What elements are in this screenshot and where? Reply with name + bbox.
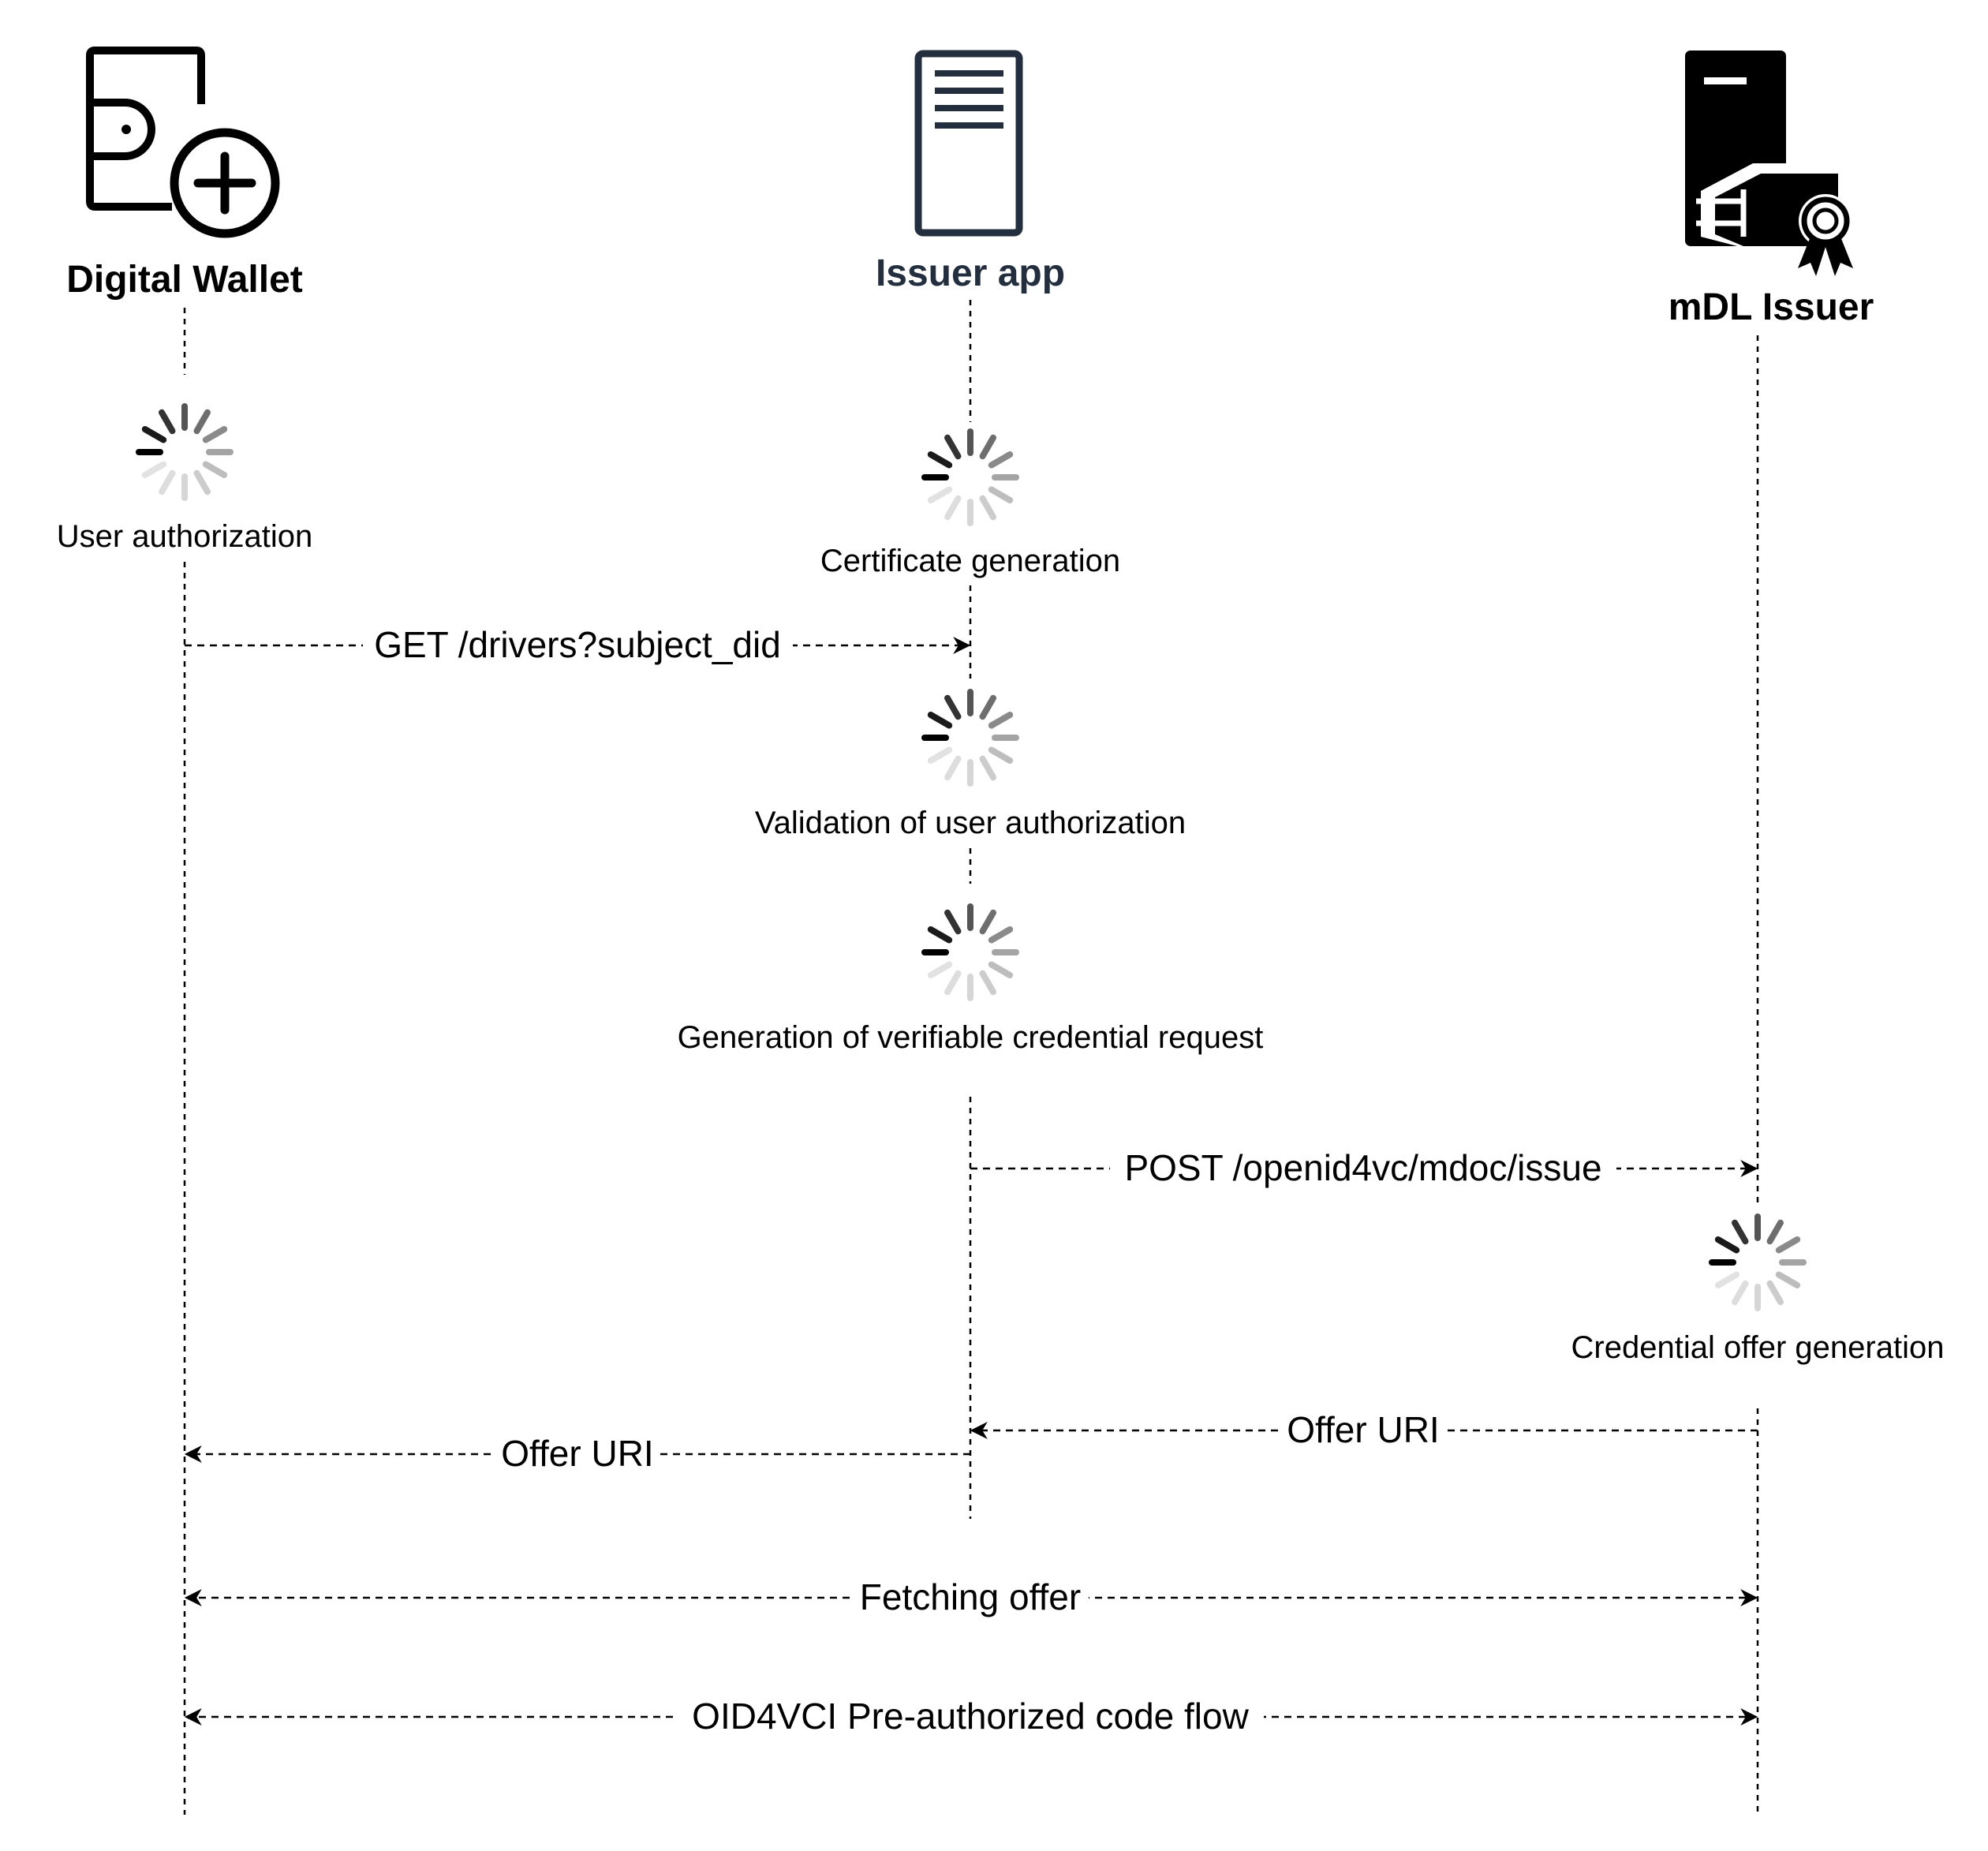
spinner-tick bbox=[944, 970, 962, 996]
spinner-tick bbox=[988, 926, 1014, 944]
spinner-tick bbox=[141, 426, 167, 443]
spinner-icon bbox=[921, 903, 1019, 1001]
step-label-certificate-generation: Certificate generation bbox=[820, 544, 1120, 578]
spinner-tick bbox=[944, 909, 962, 935]
spinner-tick bbox=[141, 461, 167, 478]
actor-label-issuer-app: Issuer app bbox=[876, 252, 1065, 294]
spinner-tick bbox=[927, 712, 953, 729]
spinner-tick bbox=[979, 495, 996, 521]
message-label-oid4vci-flow: OID4VCI Pre-authorized code flow bbox=[692, 1696, 1249, 1737]
spinner-tick bbox=[988, 961, 1014, 978]
spinner-tick bbox=[988, 746, 1014, 764]
spinner-tick bbox=[944, 495, 962, 521]
message-offer-uri-to-wallet: Offer URI bbox=[184, 1430, 970, 1475]
spinner-tick bbox=[944, 755, 962, 781]
spinner-tick bbox=[927, 451, 953, 469]
spinner-tick bbox=[944, 694, 962, 720]
spinner-icon bbox=[1709, 1213, 1807, 1311]
spinner-tick bbox=[979, 755, 996, 781]
message-post-issue: POST /openid4vc/mdoc/issue bbox=[970, 1144, 1758, 1190]
spinner-tick bbox=[979, 970, 996, 996]
message-offer-uri-to-issuer-app: Offer URI bbox=[970, 1406, 1758, 1452]
spinner-tick bbox=[979, 909, 996, 935]
spinner-icon bbox=[921, 689, 1019, 787]
spinner-tick bbox=[1766, 1219, 1784, 1245]
spinner-tick bbox=[193, 469, 211, 495]
message-get-drivers: GET /drivers?subject_did bbox=[185, 622, 971, 667]
spinner-tick bbox=[979, 434, 996, 460]
spinner-tick bbox=[1714, 1236, 1740, 1254]
spinner-tick bbox=[1775, 1236, 1801, 1254]
spinner-tick bbox=[202, 461, 228, 478]
actor-label-mdl-issuer: mDL Issuer bbox=[1668, 286, 1874, 328]
message-oid4vci-flow: OID4VCI Pre-authorized code flow bbox=[184, 1692, 1758, 1738]
spinner-tick bbox=[202, 426, 228, 443]
spinner-tick bbox=[988, 486, 1014, 503]
spinner-tick bbox=[988, 712, 1014, 729]
spinner-icon bbox=[136, 403, 234, 501]
wallet-plus-icon bbox=[86, 47, 280, 238]
spinner-icon bbox=[921, 428, 1019, 526]
spinner-tick bbox=[1775, 1271, 1801, 1288]
step-label-user-authorization: User authorization bbox=[57, 519, 313, 554]
spinner-tick bbox=[1766, 1280, 1784, 1306]
spinner-tick bbox=[988, 451, 1014, 469]
server-document-icon bbox=[914, 50, 1023, 237]
message-label-offer-uri-1: Offer URI bbox=[1287, 1409, 1439, 1450]
server-certificate-icon bbox=[1685, 50, 1853, 276]
spinner-tick bbox=[159, 469, 176, 495]
spinner-tick bbox=[979, 694, 996, 720]
spinner-tick bbox=[927, 746, 953, 764]
message-label-get-drivers: GET /drivers?subject_did bbox=[374, 624, 781, 665]
spinner-tick bbox=[1732, 1280, 1749, 1306]
actor-label-digital-wallet: Digital Wallet bbox=[66, 259, 303, 301]
spinner-tick bbox=[927, 486, 953, 503]
message-fetching-offer: Fetching offer bbox=[184, 1573, 1758, 1619]
message-label-offer-uri-2: Offer URI bbox=[501, 1433, 653, 1474]
spinner-tick bbox=[193, 409, 211, 435]
step-label-credential-offer-generation: Credential offer generation bbox=[1571, 1330, 1945, 1365]
message-label-post-issue: POST /openid4vc/mdoc/issue bbox=[1124, 1147, 1601, 1188]
step-label-credential-request: Generation of verifiable credential requ… bbox=[678, 1020, 1264, 1055]
message-label-fetching-offer: Fetching offer bbox=[860, 1576, 1081, 1617]
spinner-tick bbox=[944, 434, 962, 460]
spinner-tick bbox=[1732, 1219, 1749, 1245]
spinner-tick bbox=[927, 961, 953, 978]
step-label-validation: Validation of user authorization bbox=[755, 806, 1186, 840]
spinner-tick bbox=[159, 409, 176, 435]
spinner-tick bbox=[927, 926, 953, 944]
spinner-tick bbox=[1714, 1271, 1740, 1288]
